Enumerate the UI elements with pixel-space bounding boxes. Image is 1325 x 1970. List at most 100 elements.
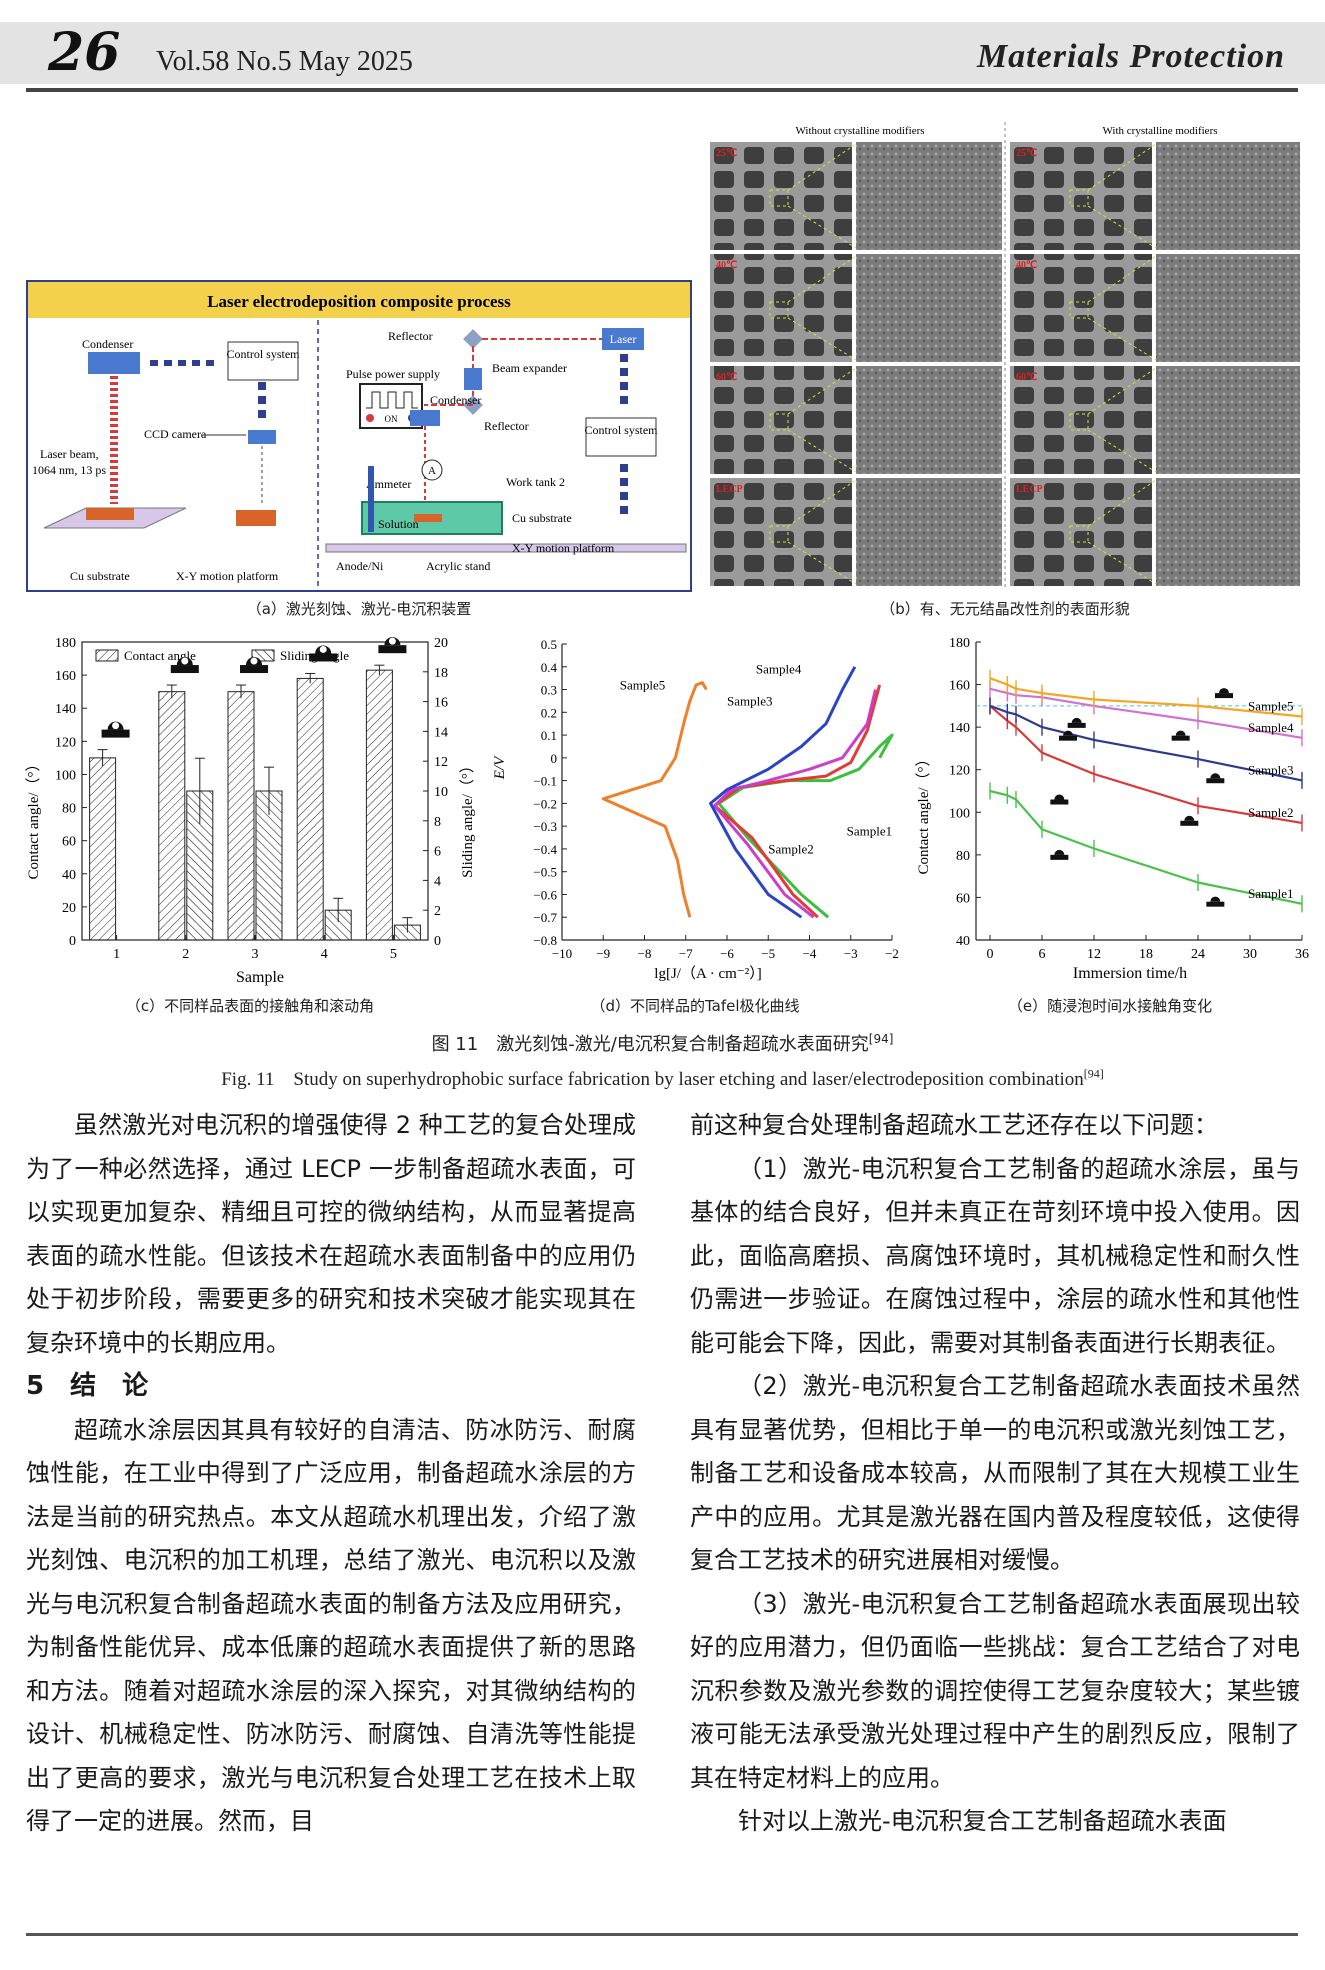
chart-c-legend-contact: Contact angle	[124, 648, 196, 663]
chart-d-xlabel: lg[J/（A · cm⁻²）]	[654, 965, 761, 982]
label-ammeter-symbol: A	[428, 465, 436, 477]
panel-a: Laser electrodeposition composite proces…	[26, 280, 692, 592]
chart-d-xtick-label: −5	[761, 946, 775, 961]
droplet-icon-base	[240, 665, 268, 674]
sem-row-label-2b: 40℃	[1016, 260, 1037, 271]
droplet-icon-base	[1050, 854, 1069, 860]
droplet-icon-base	[1206, 901, 1225, 907]
chart-d-series-label: Sample3	[727, 693, 773, 708]
chart-c-ytick-label: 140	[55, 702, 76, 717]
chart-c-ytick-right-label: 10	[434, 785, 448, 800]
chart-e-xtick-label: 6	[1039, 947, 1046, 962]
chart-e-xtick-label: 36	[1295, 947, 1309, 962]
panel-d: E/V lg[J/（A · cm⁻²）] −0.8−0.7−0.6−0.5−0.…	[480, 628, 910, 988]
body-right-column: 前这种复合处理制备超疏水工艺还存在以下问题： （1）激光-电沉积复合工艺制备的超…	[690, 1104, 1300, 1844]
label-reflector-2: Reflector	[484, 419, 529, 433]
chart-c-ytick-label: 0	[69, 934, 76, 949]
chart-c-ytick-label: 20	[62, 901, 76, 916]
chart-e-xtick-label: 12	[1087, 947, 1101, 962]
chart-e-ytick-label: 160	[949, 679, 970, 694]
sem-row-label-1b: 25℃	[1016, 148, 1037, 159]
label-laser: Laser	[610, 332, 637, 346]
panel-c: Contact angle/（°） Sliding angle/（°） Samp…	[20, 628, 480, 988]
droplet-icon-hl	[181, 657, 189, 665]
label-anode: Anode/Ni	[336, 559, 384, 573]
chart-e-ytick-label: 120	[949, 764, 970, 779]
droplet-icon	[1219, 688, 1229, 694]
chart-d-ytick-label: −0.5	[533, 865, 557, 880]
label-xy-platform-2: X-Y motion platform	[512, 541, 615, 555]
label-condenser-2: Condenser	[430, 393, 481, 407]
chart-d-series-sample4	[709, 666, 857, 919]
chart-e-ytick-label: 80	[956, 849, 970, 864]
chart-c-xtick-label: 3	[252, 947, 259, 962]
droplet-icon-hl	[250, 657, 258, 665]
label-acrylic-stand: Acrylic stand	[426, 559, 490, 573]
label-work-tank: Work tank 2	[506, 475, 565, 489]
paragraph: （1）激光-电沉积复合工艺制备的超疏水涂层，虽与基体的结合良好，但并未真正在苛刻…	[690, 1154, 1300, 1357]
volume-info: Vol.58 No.5 May 2025	[156, 46, 413, 77]
chart-d-xtick-label: −8	[638, 946, 652, 961]
condenser-block	[88, 352, 140, 374]
label-laser-params: 1064 nm, 13 ps	[32, 463, 106, 477]
page-number: 26	[48, 22, 121, 83]
droplet-icon-base	[378, 645, 407, 654]
paragraph: （3）激光-电沉积复合工艺制备超疏水表面展现出较好的应用潜力，但仍面临一些挑战：…	[690, 1589, 1300, 1792]
figure-title-cn-text: 图 11 激光刻蚀-激光/电沉积复合制备超疏水表面研究	[431, 1034, 869, 1055]
chart-e-series-label: Sample2	[1248, 805, 1294, 820]
chart-d-ytick-label: −0.4	[533, 842, 557, 857]
figure-title-cn: 图 11 激光刻蚀-激光/电沉积复合制备超疏水表面研究[94]	[0, 1030, 1325, 1056]
chart-e-series-label: Sample1	[1248, 886, 1294, 901]
chart-c-ylabel-right: Sliding angle/（°）	[459, 758, 476, 878]
chart-e-xtick-label: 0	[987, 947, 994, 962]
chart-c-xtick-label: 1	[113, 947, 120, 962]
chart-c-ytick-label: 100	[55, 768, 76, 783]
chart-c-ytick-right-label: 4	[434, 874, 441, 889]
chart-c-xtick-label: 2	[182, 947, 189, 962]
paragraph: 超疏水涂层因其具有较好的自清洁、防冰防污、耐腐蚀性能，在工业中得到了广泛应用，制…	[26, 1415, 636, 1836]
caption-d: （d）不同样品的Tafel极化曲线	[590, 997, 800, 1015]
droplet-icon-base	[1050, 799, 1069, 805]
sem-row-label-3: 60℃	[716, 372, 737, 383]
paragraph: 针对以上激光-电沉积复合工艺制备超疏水表面	[738, 1807, 1227, 1835]
chart-c-xlabel: Sample	[236, 969, 284, 986]
chart-d-series-label: Sample2	[768, 841, 814, 856]
chart-c-ytick-right-label: 18	[434, 666, 448, 681]
chart-e-xlabel: Immersion time/h	[1073, 965, 1187, 982]
droplet-icon-hl	[112, 722, 120, 730]
label-control-system: Control system	[226, 347, 300, 361]
droplet-icon-base	[1171, 735, 1190, 741]
caption-e: （e）随浸泡时间水接触角变化	[1007, 997, 1213, 1015]
sem-grid: Without crystalline modifiers With cryst…	[710, 122, 1300, 590]
chart-c-ytick-right-label: 8	[434, 815, 441, 830]
chart-d-ytick-label: −0.2	[533, 796, 557, 811]
chart-d-xtick-label: −6	[720, 946, 734, 961]
laser-beam	[110, 374, 118, 504]
body-left-column: 虽然激光对电沉积的增强使得 2 种工艺的复合处理成为了一种必然选择，通过 LEC…	[26, 1104, 636, 1844]
chart-c-ytick-right-label: 6	[434, 845, 441, 860]
chart-c-xtick-label: 4	[321, 947, 328, 962]
chart-d-ytick-label: −0.7	[533, 910, 557, 925]
chart-d-series-label: Sample4	[756, 662, 802, 677]
chart-d-series-sample5	[601, 681, 708, 918]
chart-d-ytick-label: −0.6	[533, 887, 557, 902]
chart-d-xtick-label: −4	[803, 946, 817, 961]
label-condenser: Condenser	[82, 337, 133, 351]
droplet-icon-base	[309, 653, 338, 662]
chart-c-xtick-label: 5	[390, 947, 397, 962]
chart-c-bar-contact	[365, 669, 393, 941]
chart-c-ytick-right-label: 14	[434, 725, 448, 740]
chart-d-ytick-label: 0.3	[541, 683, 557, 698]
sem-row-label-1: 25℃	[716, 148, 737, 159]
panel-b: Without crystalline modifiers With cryst…	[710, 120, 1300, 590]
chart-e-xtick-label: 30	[1243, 947, 1257, 962]
chart-c-ytick-label: 60	[62, 835, 76, 850]
chart-c-bar-contact	[89, 757, 117, 941]
label-solution: Solution	[378, 517, 419, 531]
sem-row-label-4: LECP	[716, 484, 743, 495]
chart-c-ytick-right-label: 2	[434, 904, 441, 919]
caption-a: （a）激光刻蚀、激光-电沉积装置	[246, 600, 472, 618]
sem-header-left: Without crystalline modifiers	[795, 125, 924, 137]
label-cu-substrate-2: Cu substrate	[512, 511, 572, 525]
